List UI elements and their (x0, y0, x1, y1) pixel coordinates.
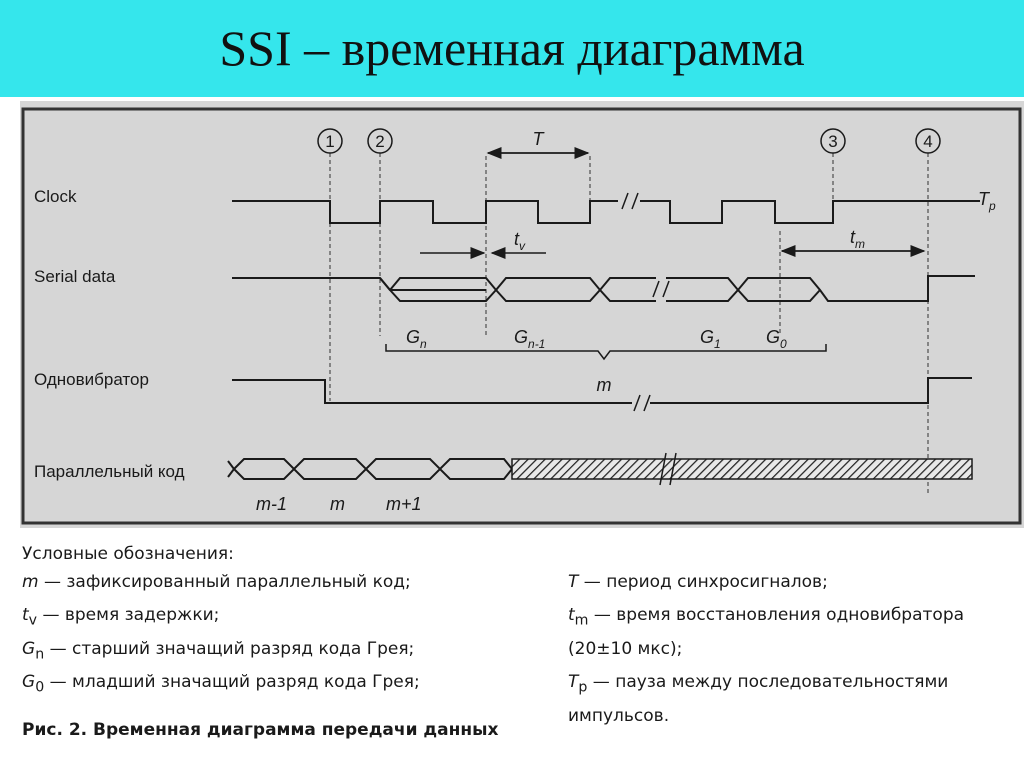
monostable-waveform (232, 377, 972, 404)
clock-waveform (232, 200, 980, 224)
marker-3: 3 (820, 128, 846, 154)
legend-item: (20±10 мкс); (568, 638, 683, 659)
bits-brace (385, 344, 827, 361)
timing-diagram: Clock Serial data Одновибратор Параллель… (20, 101, 1024, 528)
bit-label-g0: G0 (766, 327, 787, 351)
svg-text:4: 4 (923, 132, 932, 151)
bit-label-gn-1: Gn-1 (514, 327, 545, 351)
bit-label-gn: Gn (406, 327, 427, 351)
m-label: m (597, 375, 612, 395)
svg-text:3: 3 (828, 132, 837, 151)
word-label-m: m (330, 494, 345, 514)
monostable-label: Одновибратор (34, 370, 149, 389)
legend-item: G0 — младший значащий разряд кода Грея; (22, 672, 420, 696)
marker-1: 1 (317, 128, 343, 154)
legend-item: tm — время восстановления одновибратора (568, 605, 965, 629)
legend-item: m — зафиксированный параллельный код; (22, 572, 411, 592)
parallel-break-mark (659, 452, 677, 486)
serial-data-label: Serial data (34, 267, 116, 286)
reference-lines (329, 153, 929, 496)
period-label: T (533, 129, 546, 149)
legend-left: Условные обозначения: m — зафиксированны… (22, 540, 420, 702)
svg-text:2: 2 (375, 132, 384, 151)
marker-4: 4 (915, 128, 941, 154)
clock-label: Clock (34, 187, 77, 206)
figure-caption: Рис. 2. Временная диаграмма передачи дан… (22, 720, 499, 740)
tv-label: tv (514, 229, 526, 253)
parallel-code-waveform (227, 458, 513, 480)
parallel-code-hatched (511, 458, 973, 480)
word-label-m-plus-1: m+1 (386, 494, 422, 514)
legend-item: импульсов. (568, 705, 670, 726)
legend-item: T — период синхросигналов; (568, 572, 828, 592)
legend-right: T — период синхросигналов; tm — время во… (568, 568, 964, 735)
legend-item: tv — время задержки; (22, 605, 220, 629)
parallel-code-label: Параллельный код (34, 462, 185, 481)
title-bar (0, 0, 1024, 97)
legend-heading: Условные обозначения: (22, 544, 234, 564)
svg-text:1: 1 (325, 132, 334, 151)
clock-break-mark (621, 192, 639, 210)
timing-diagram-svg: Clock Serial data Одновибратор Параллель… (21, 107, 1022, 525)
legend-item: Gn — старший значащий разряд кода Грея; (22, 638, 415, 663)
serial-data-waveform (232, 275, 975, 302)
tm-label: tm (850, 227, 865, 251)
tp-label: Tp (978, 189, 996, 213)
legend-item: Tp — пауза между последовательностями (568, 672, 949, 696)
slide-title: SSI – временная диаграмма (219, 20, 805, 76)
marker-2: 2 (367, 128, 393, 154)
serial-break-mark (652, 280, 670, 298)
diagram-frame (21, 107, 1022, 525)
monostable-break-mark (633, 394, 651, 412)
bit-label-g1: G1 (700, 327, 721, 351)
word-label-m-1: m-1 (256, 494, 287, 514)
